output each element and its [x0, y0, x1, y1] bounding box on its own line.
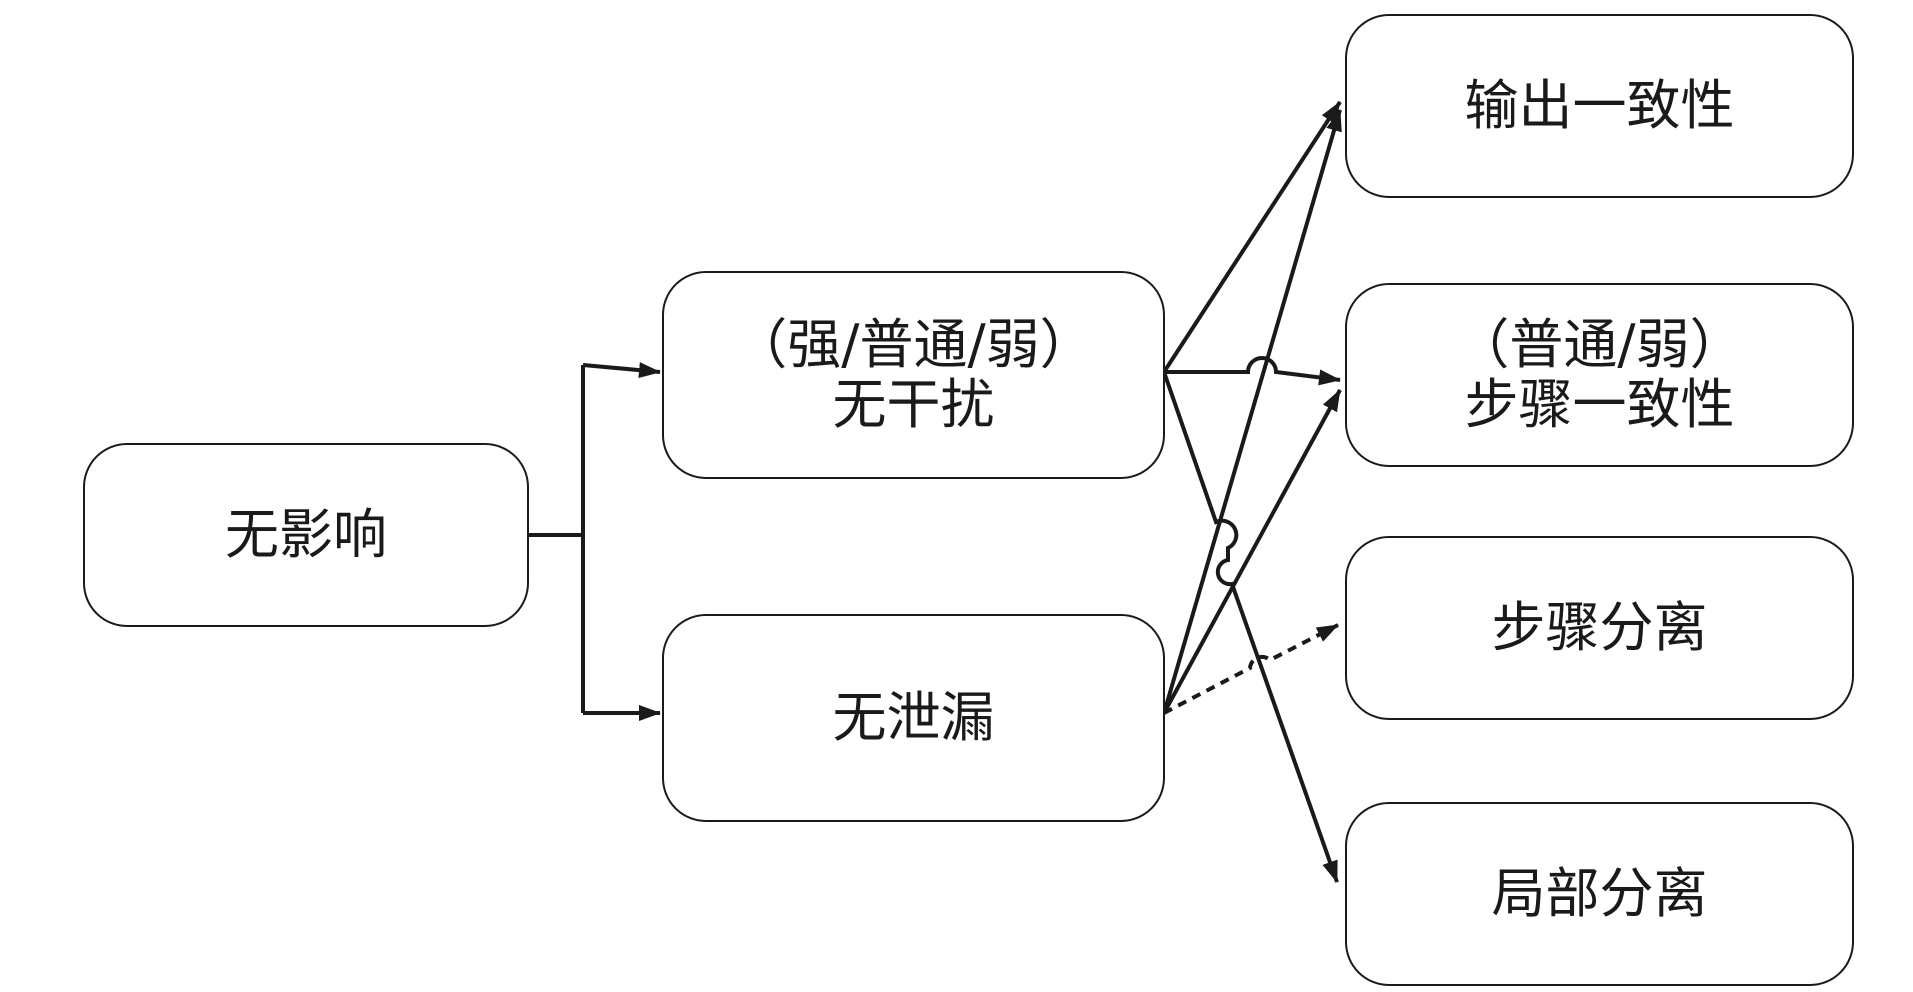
node-no-interference: （强/普通/弱） 无干扰	[662, 271, 1165, 479]
node-partial-separation: 局部分离	[1345, 802, 1854, 986]
arrow-interference-to-output	[1162, 100, 1342, 374]
arrow-leakage-to-separation-dashed	[1163, 623, 1339, 715]
arrow-interference-to-step	[1164, 356, 1341, 386]
node-no-interference-line2: 无干扰	[832, 373, 995, 436]
arrow-leakage-to-step	[1162, 389, 1342, 714]
node-no-interference-line1: （强/普通/弱）	[733, 312, 1094, 376]
arrow-to-no-interference	[582, 362, 661, 379]
node-no-leakage: 无泄漏	[662, 614, 1165, 822]
node-output-consistency: 输出一致性	[1345, 14, 1854, 198]
node-step-separation-label: 步骤分离	[1491, 595, 1708, 659]
node-step-separation: 步骤分离	[1345, 536, 1854, 720]
node-no-leakage-label: 无泄漏	[832, 685, 995, 749]
node-step-consistency-line1: （普通/弱）	[1455, 312, 1744, 376]
arrow-interference-to-partial	[1162, 371, 1339, 883]
node-partial-separation-label: 局部分离	[1491, 861, 1708, 925]
node-step-consistency-line2: 步骤一致性	[1464, 373, 1735, 436]
arrow-leakage-to-output	[1162, 109, 1342, 714]
node-no-effect-label: 无影响	[225, 502, 387, 566]
node-no-effect: 无影响	[83, 443, 529, 627]
node-step-consistency: （普通/弱） 步骤一致性	[1345, 283, 1854, 467]
node-output-consistency-label: 输出一致性	[1464, 73, 1735, 137]
